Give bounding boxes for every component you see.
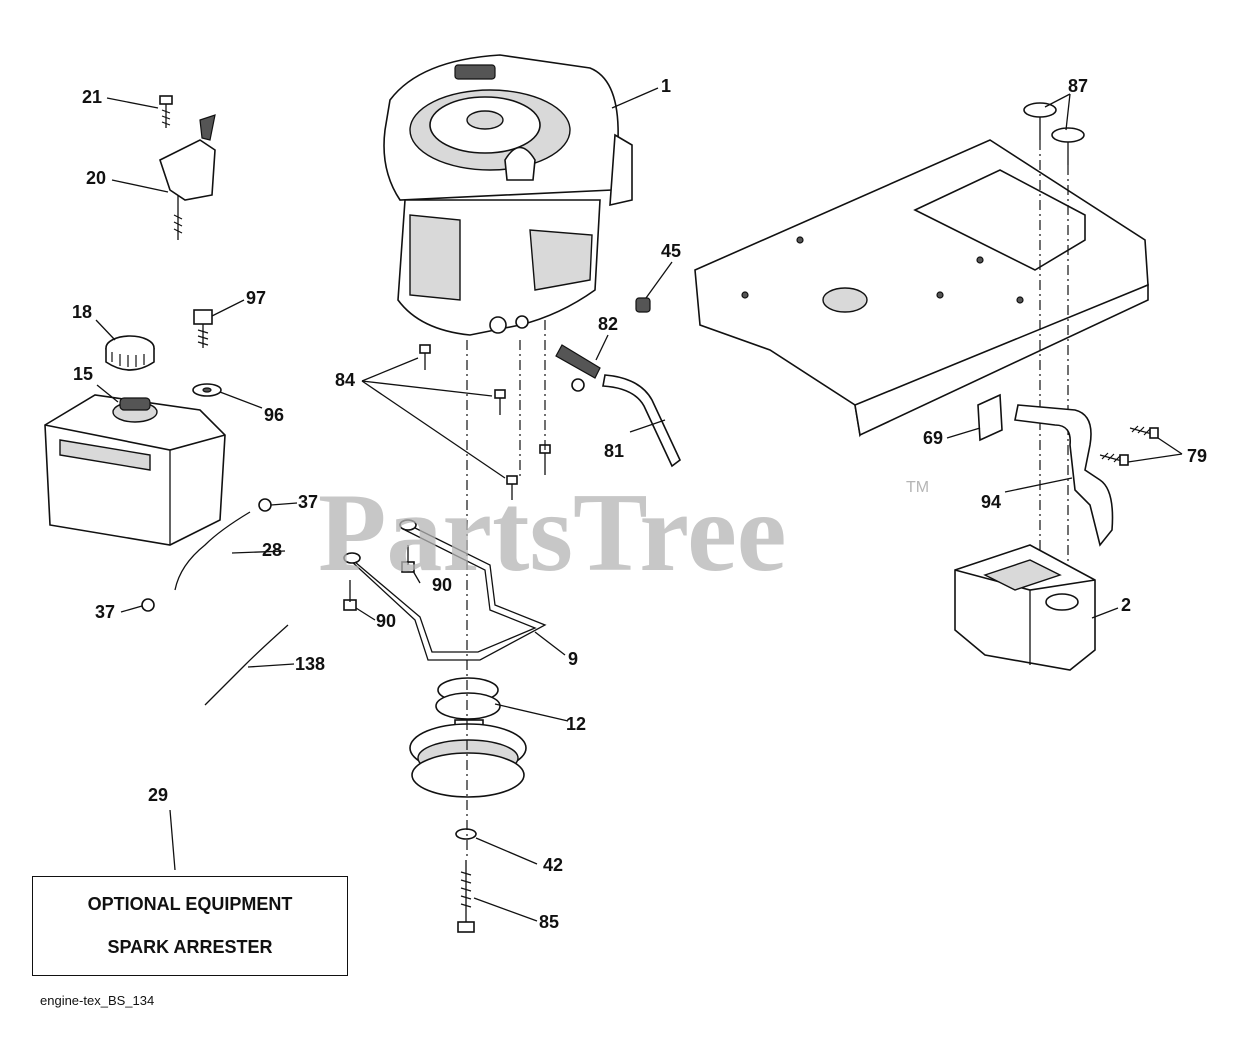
- screws-79[interactable]: [1099, 425, 1159, 466]
- callout-37-lower: 37: [95, 602, 115, 622]
- hose-138[interactable]: [204, 624, 289, 706]
- callout-45: 45: [661, 241, 681, 261]
- callout-97: 97: [246, 288, 266, 308]
- hose-81[interactable]: [602, 374, 681, 468]
- knobs-87[interactable]: [1023, 102, 1085, 165]
- callout-12: 12: [566, 714, 586, 734]
- callout-28: 28: [262, 540, 282, 560]
- optional-equipment-line2: SPARK ARRESTER: [107, 937, 273, 957]
- engine[interactable]: [383, 54, 633, 336]
- fuel-line[interactable]: [174, 511, 251, 591]
- callout-94: 94: [981, 492, 1001, 512]
- callout-84: 84: [335, 370, 355, 390]
- callout-79: 79: [1187, 446, 1207, 466]
- screw-21[interactable]: [159, 95, 173, 128]
- leader-lines: [95, 87, 1183, 922]
- callout-29: 29: [148, 785, 168, 805]
- callout-9: 9: [568, 649, 578, 669]
- bracket-9[interactable]: [343, 519, 547, 661]
- exhaust-pipe-94[interactable]: [1014, 404, 1114, 547]
- callout-20: 20: [86, 168, 106, 188]
- callout-15: 15: [73, 364, 93, 384]
- bolt-90-lower[interactable]: [343, 580, 357, 611]
- callout-90-lower: 90: [376, 611, 396, 631]
- frame[interactable]: [694, 139, 1149, 438]
- watermark-trademark: TM: [906, 479, 929, 496]
- pulley-12[interactable]: [409, 677, 527, 798]
- callout-18: 18: [72, 302, 92, 322]
- optional-equipment-line1: OPTIONAL EQUIPMENT: [87, 894, 293, 914]
- callout-1: 1: [661, 76, 671, 96]
- callout-2: 2: [1121, 595, 1131, 615]
- washer-96[interactable]: [192, 383, 222, 397]
- clamp-37-upper[interactable]: [258, 498, 272, 512]
- callout-21: 21: [82, 87, 102, 107]
- throttle-control[interactable]: [159, 114, 216, 240]
- watermark: PartsTree: [318, 471, 787, 595]
- optional-equipment-box: OPTIONAL EQUIPMENT SPARK ARRESTER: [32, 876, 348, 976]
- bolt-90-upper[interactable]: [401, 545, 415, 573]
- callout-96: 96: [264, 405, 284, 425]
- bolt-85[interactable]: [457, 860, 475, 933]
- fitting-82[interactable]: [555, 344, 601, 392]
- nut-45[interactable]: [635, 297, 651, 313]
- callout-82: 82: [598, 314, 618, 334]
- gasket-69[interactable]: [977, 393, 1003, 442]
- callout-138: 138: [295, 654, 325, 674]
- washer-42[interactable]: [455, 828, 477, 840]
- callout-42: 42: [543, 855, 563, 875]
- callout-87: 87: [1068, 76, 1088, 96]
- callout-81: 81: [604, 441, 624, 461]
- diagram-code: engine-tex_BS_134: [40, 993, 155, 1008]
- callout-labels: 1 2 9 12 15 18 20 21 28 29 37 37 42 45 6…: [72, 76, 1207, 932]
- callout-90-upper: 90: [432, 575, 452, 595]
- fuel-cap[interactable]: [105, 335, 155, 371]
- callout-85: 85: [539, 912, 559, 932]
- clamp-37-lower[interactable]: [141, 598, 155, 612]
- callout-69: 69: [923, 428, 943, 448]
- muffler-2[interactable]: [954, 544, 1096, 671]
- bolt-97[interactable]: [193, 309, 213, 348]
- callout-37-upper: 37: [298, 492, 318, 512]
- fuel-tank[interactable]: [44, 394, 226, 546]
